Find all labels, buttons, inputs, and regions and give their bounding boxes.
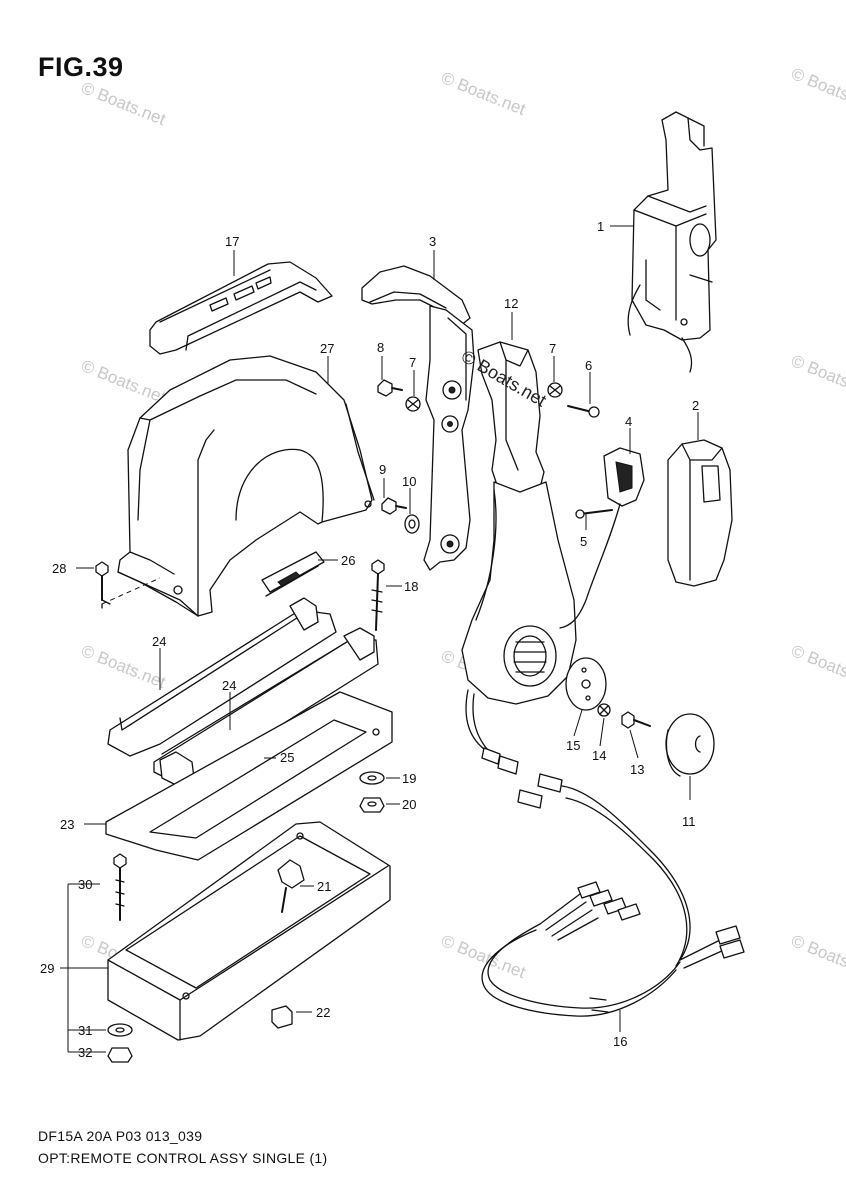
label-part-30: 30 <box>78 877 92 892</box>
part-2-grip <box>667 439 733 587</box>
label-part-12: 12 <box>504 296 518 311</box>
footer-figure-description: OPT:REMOTE CONTROL ASSY SINGLE (1) <box>38 1150 328 1166</box>
small-fasteners <box>377 379 613 534</box>
part-12-handle-arm <box>461 341 577 705</box>
parts-discs-and-knob <box>565 657 715 777</box>
part-4-switch <box>559 447 645 629</box>
part-27-case-cover <box>117 355 375 617</box>
figure-title: FIG.39 <box>38 52 124 82</box>
part-17-top-cover <box>149 261 333 355</box>
part-29-base <box>107 821 391 1041</box>
label-part-7a: 7 <box>549 341 556 356</box>
label-part-21: 21 <box>317 879 331 894</box>
footer-figure-code: DF15A 20A P03 013_039 <box>38 1128 203 1144</box>
label-part-23: 23 <box>60 817 74 832</box>
label-part-8: 8 <box>377 340 384 355</box>
part-24-rails <box>107 559 385 787</box>
label-part-28: 28 <box>52 561 66 576</box>
label-part-6: 6 <box>585 358 592 373</box>
label-part-2: 2 <box>692 398 699 413</box>
label-part-13: 13 <box>630 762 644 777</box>
label-part-9: 9 <box>379 462 386 477</box>
label-part-3: 3 <box>429 234 436 249</box>
label-part-16: 16 <box>613 1034 627 1049</box>
label-part-32: 32 <box>78 1045 92 1060</box>
watermark: © Boats.net <box>789 931 846 982</box>
label-part-25: 25 <box>280 750 294 765</box>
label-part-4: 4 <box>625 414 632 429</box>
label-part-10: 10 <box>402 474 416 489</box>
part-23-gasket <box>105 691 393 861</box>
watermark: © Boats.net <box>789 351 846 402</box>
label-part-1: 1 <box>597 219 604 234</box>
label-part-31: 31 <box>78 1023 92 1038</box>
part-3-lever <box>361 265 475 571</box>
watermark: © Boats.net <box>79 356 169 407</box>
watermark: © Boats.net <box>789 64 846 115</box>
part-1-remote-control-box <box>627 111 717 373</box>
label-part-20: 20 <box>402 797 416 812</box>
label-part-27: 27 <box>320 341 334 356</box>
parts-19-20-washer-nut <box>359 771 385 813</box>
label-part-14: 14 <box>592 748 606 763</box>
label-part-24b: 24 <box>222 678 236 693</box>
watermark: © Boats.net <box>789 641 846 692</box>
label-part-5: 5 <box>580 534 587 549</box>
label-part-7b: 7 <box>409 355 416 370</box>
label-part-22: 22 <box>316 1005 330 1020</box>
label-part-29: 29 <box>40 961 54 976</box>
leader-lines <box>60 225 699 1053</box>
label-part-17: 17 <box>225 234 239 249</box>
watermark: © Boats.net <box>439 68 529 119</box>
part-26-plate <box>261 551 325 597</box>
label-part-18: 18 <box>404 579 418 594</box>
label-part-11: 11 <box>682 814 696 829</box>
label-part-19: 19 <box>402 771 416 786</box>
label-part-24a: 24 <box>152 634 166 649</box>
part-number-labels: 1 2 3 4 5 6 7 7 8 9 10 11 12 13 14 15 16… <box>40 219 699 1060</box>
part-16-wiring-harness <box>465 689 745 1017</box>
label-part-15: 15 <box>566 738 580 753</box>
label-part-26: 26 <box>341 553 355 568</box>
watermark: © Boats.net <box>79 78 169 129</box>
